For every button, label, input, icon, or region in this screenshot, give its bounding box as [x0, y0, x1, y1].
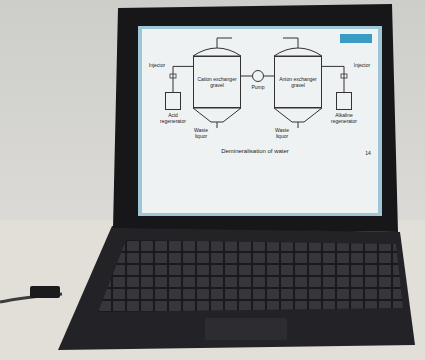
- usb-plug: [30, 286, 60, 298]
- figure-caption: Demineralisation of water: [190, 148, 320, 155]
- pipe-connector: [264, 76, 274, 77]
- column-cone: [274, 108, 322, 122]
- injector-label: Injector: [350, 62, 374, 68]
- laptop-lid: [113, 4, 398, 232]
- regenerator-tank: Acid regenerator: [165, 92, 181, 110]
- exchanger-column: Anion exchanger gravel: [274, 56, 322, 108]
- waste-label: Waste liquor: [269, 127, 295, 139]
- exchanger-column: Cation exchanger gravel: [193, 56, 241, 108]
- keyboard: [98, 240, 403, 312]
- node-label: Pump: [250, 84, 266, 90]
- pump-circle: Pump: [252, 70, 264, 82]
- column-dome: [193, 48, 241, 56]
- desk: [0, 220, 425, 360]
- keys: [98, 240, 403, 312]
- slide-number: 14: [362, 150, 374, 156]
- node-label: Alkaline regenerator: [325, 112, 363, 124]
- wall: [0, 0, 425, 240]
- slide: [142, 29, 378, 213]
- screen-glow: [138, 26, 382, 216]
- regenerator-tank: Alkaline regenerator: [336, 92, 352, 110]
- slide-tag: [340, 34, 372, 43]
- node-text: Cation exchanger gravel: [194, 76, 240, 88]
- laptop-base: [58, 226, 415, 350]
- column-cone: [193, 108, 241, 122]
- pipe-connector: [322, 66, 344, 92]
- pipe-connector: [173, 66, 193, 92]
- column-dome: [274, 48, 322, 56]
- waste-label: Waste liquor: [188, 127, 214, 139]
- touchpad: [205, 318, 287, 340]
- pipe-connector: [241, 76, 252, 77]
- injector-label: Injector: [145, 62, 169, 68]
- node-text: Anion exchanger gravel: [275, 76, 321, 88]
- node-label: Acid regenerator: [156, 112, 190, 124]
- spray-pipe: [217, 38, 298, 48]
